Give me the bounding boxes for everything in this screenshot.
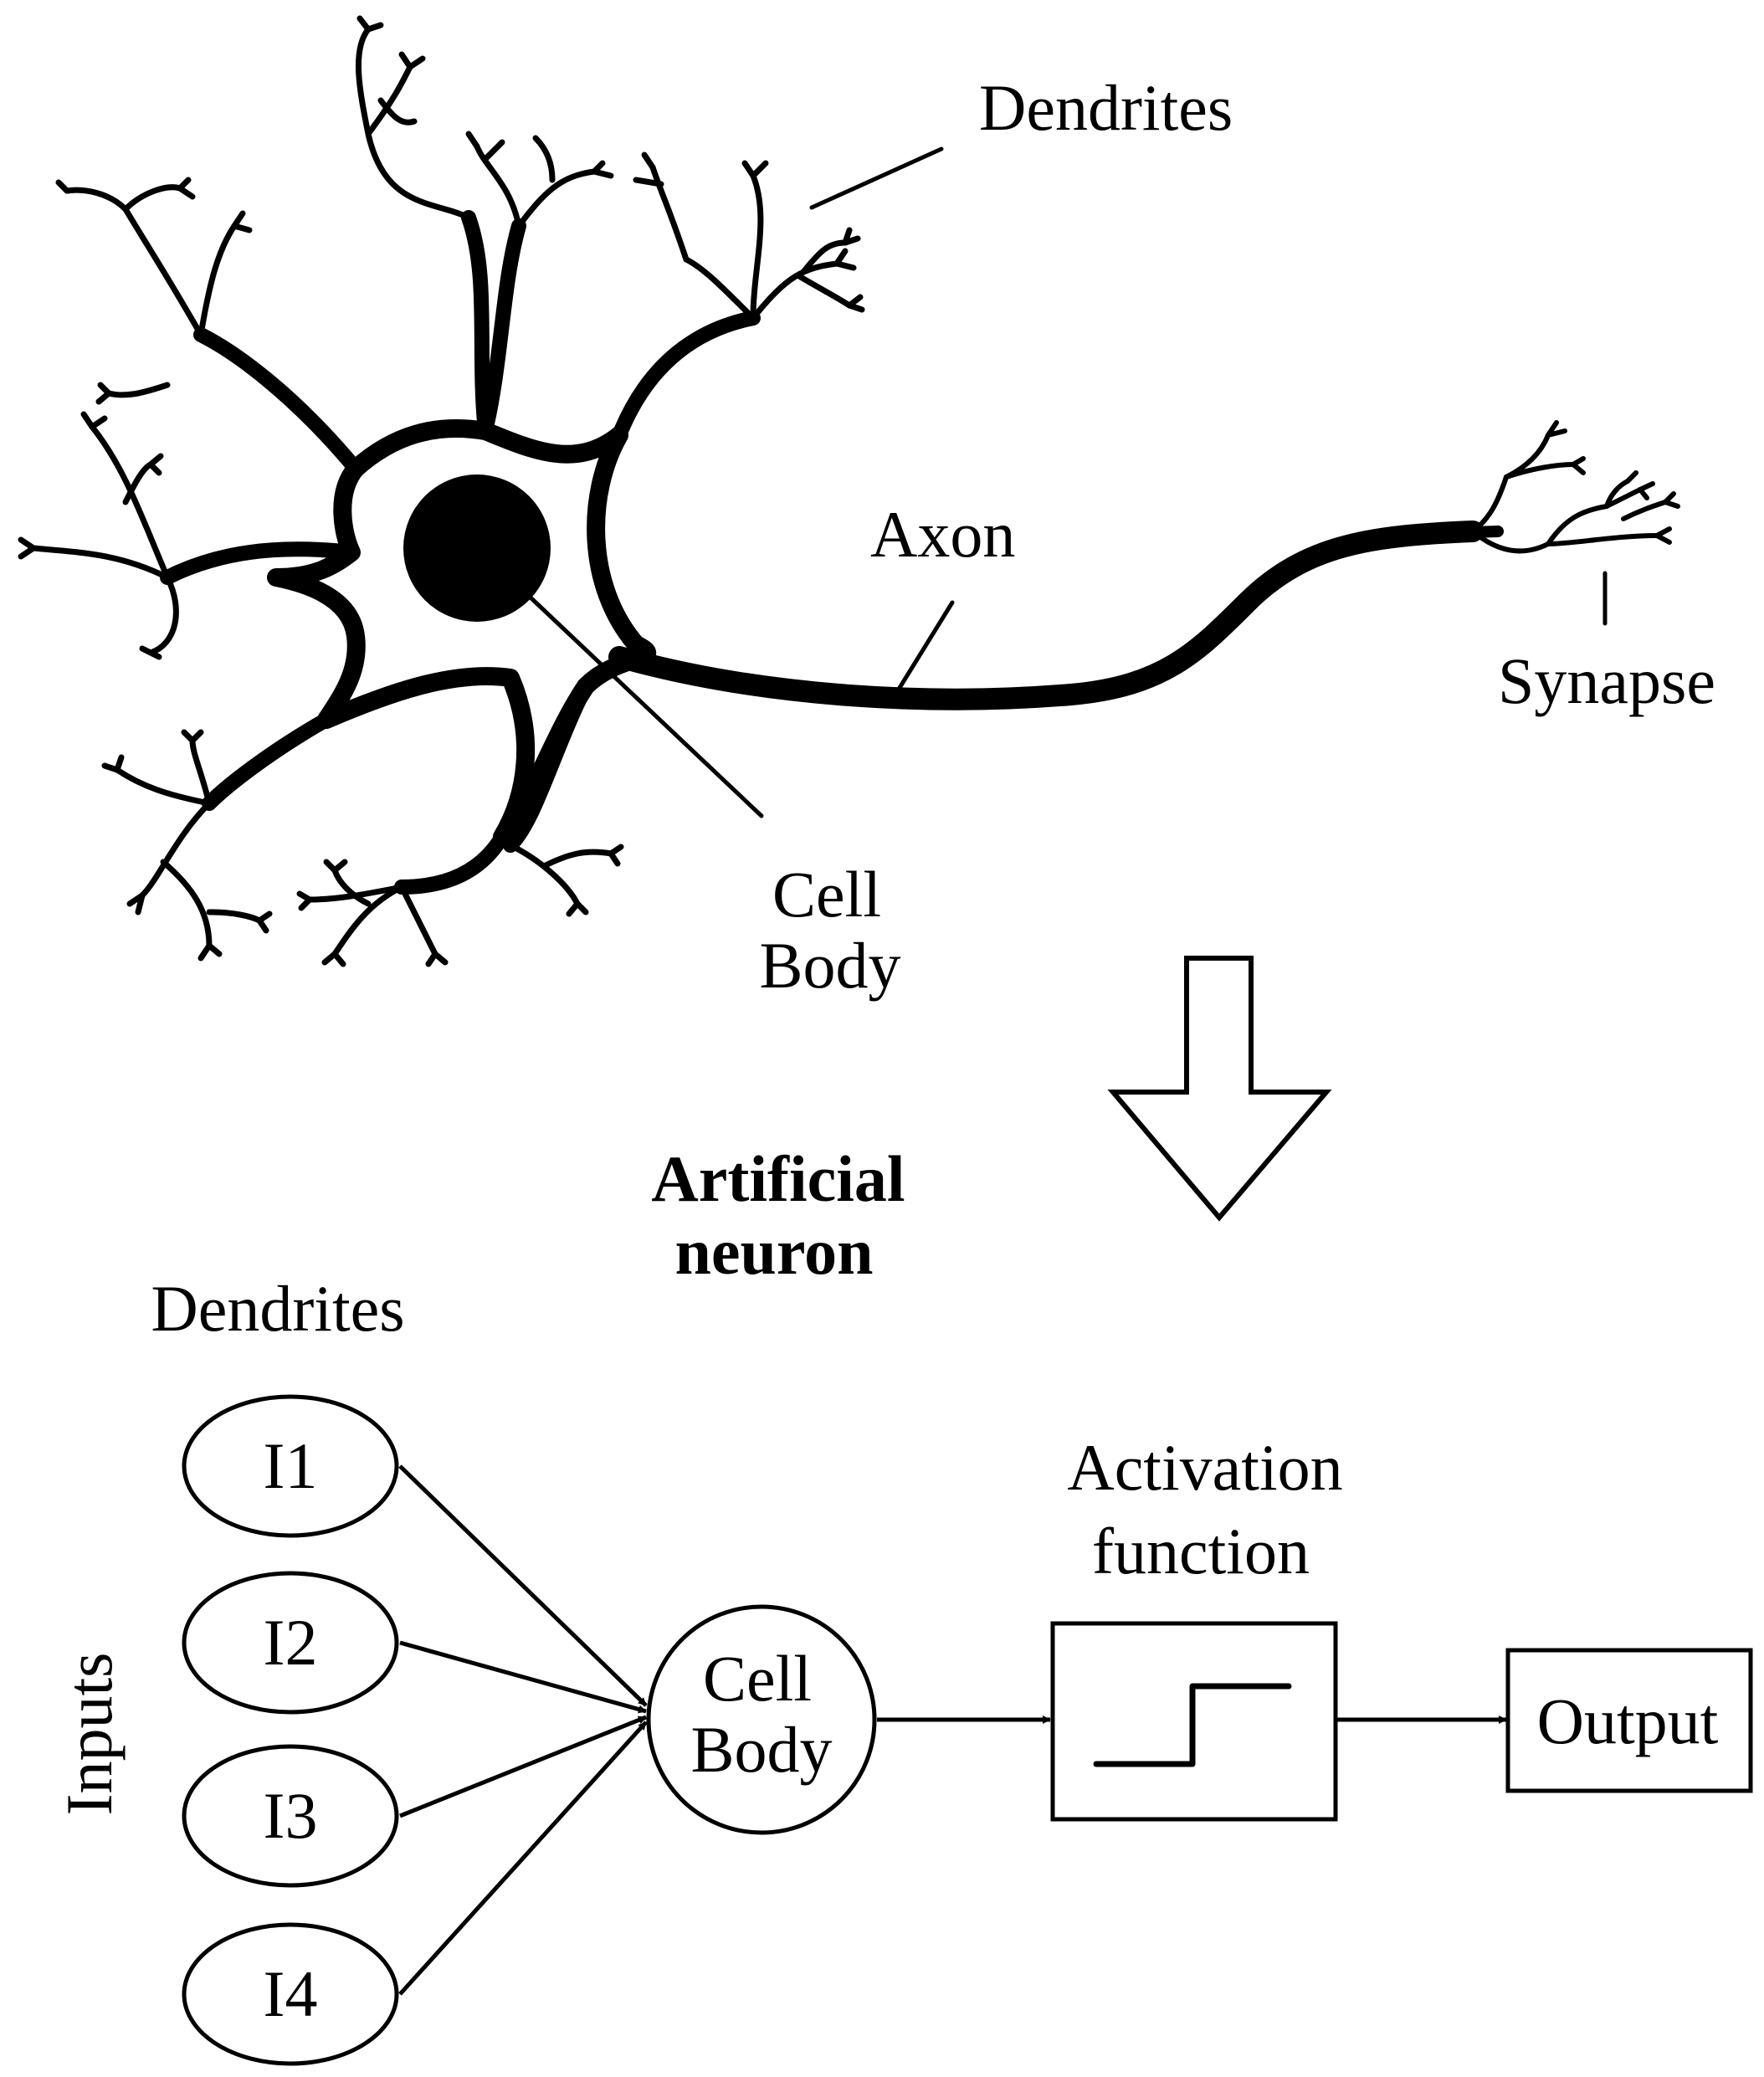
input-connections [398,1464,1507,1996]
input-label-i3: I3 [264,1779,318,1852]
artificial-neuron: Artificial neuron Dendrites Inputs I1 I2… [53,1142,1753,2066]
artificial-neuron-title-line1: Artificial [651,1142,905,1215]
activation-label-line1: Activation [1067,1431,1342,1504]
dendrite-twigs [18,15,865,967]
nucleus [403,474,551,622]
output-box [1505,1648,1753,1793]
axon-leader [893,600,955,697]
output-label: Output [1537,1685,1719,1757]
connection-i4 [398,1721,648,1996]
leader-lines [529,146,1608,818]
dendrites-label: Dendrites [979,71,1233,144]
axon-label: Axon [870,498,1015,571]
connection-i3 [399,1715,647,1818]
dendrite-branches [160,210,761,895]
transition-down-arrow [1107,956,1332,1222]
input-nodes: I1 I2 I3 I4 [182,1394,399,2066]
input-label-i4: I4 [264,1957,318,2030]
synapse-terminal [1470,420,1680,554]
activation-label-line2: function [1092,1515,1310,1587]
axon-fibre-thin [1241,526,1504,608]
step-function-icon [1093,1683,1292,1767]
connection-i2 [399,1640,647,1714]
input-node-i2 [182,1571,399,1715]
cell-body-leader [529,596,764,818]
artificial-cell-body-label-line2: Body [690,1713,832,1786]
input-node-i1 [182,1394,399,1538]
connection-i1 [398,1464,648,1707]
input-node-i3 [182,1744,399,1888]
artificial-dendrites-label: Dendrites [151,1272,404,1345]
artificial-cell-body [646,1604,877,1835]
input-label-i2: I2 [264,1606,318,1679]
dendrites-leader [809,146,944,210]
artificial-neuron-title-line2: neuron [675,1215,874,1288]
inputs-label: Inputs [53,1653,126,1816]
cell-body-label-line2: Body [759,929,900,1002]
synapse-label: Synapse [1498,644,1715,717]
artificial-cell-body-label-line1: Cell [703,1642,812,1715]
input-node-i4 [182,1922,399,2066]
cell-body-label-line1: Cell [772,858,881,931]
biological-neuron: Dendrites Axon Synapse Cell Body [18,15,1715,1002]
axon-fibre [608,521,1484,710]
input-label-i1: I1 [264,1429,318,1502]
